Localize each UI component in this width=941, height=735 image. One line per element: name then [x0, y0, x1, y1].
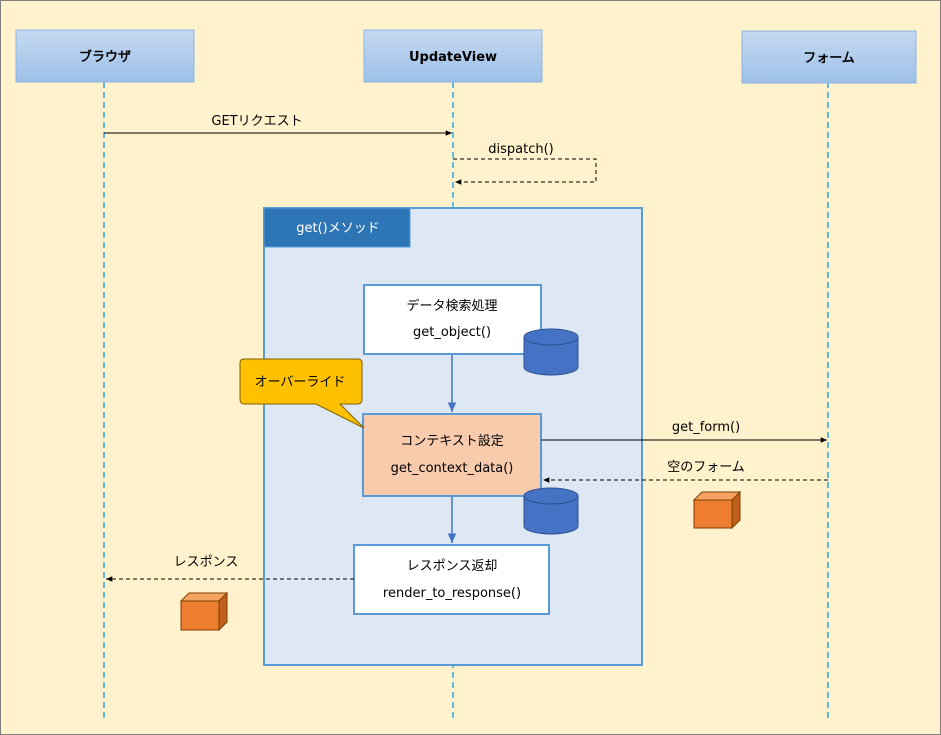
database-icon [523, 487, 579, 535]
actor-browser: ブラウザ [15, 29, 195, 83]
cube-icon [179, 591, 229, 632]
cube-icon [692, 490, 742, 530]
override-callout: オーバーライド [239, 358, 365, 429]
dispatch-label: dispatch() [488, 142, 553, 157]
actor-browser-label: ブラウザ [79, 49, 131, 65]
actor-form-label: フォーム [803, 51, 855, 66]
get-form-label: get_form() [672, 420, 740, 435]
step-context-setup: コンテキスト設定 get_context_data() [362, 413, 542, 497]
step-context-setup-title: コンテキスト設定 [400, 433, 504, 449]
get-method-frame-title: get()メソッド [296, 221, 380, 236]
empty-form-label: 空のフォーム [667, 460, 745, 475]
step-response-return-title: レスポンス返却 [407, 559, 498, 574]
step-context-setup-method: get_context_data() [391, 461, 514, 476]
dispatch-arrow [453, 158, 597, 185]
override-callout-text: オーバーライド [255, 375, 346, 390]
actor-form: フォーム [741, 30, 917, 84]
get-request-label: GETリクエスト [211, 114, 302, 129]
actor-updateview-label: UpdateView [409, 50, 497, 65]
database-icon [523, 328, 579, 376]
get-method-frame-tab [263, 207, 411, 248]
response-label: レスポンス [174, 555, 239, 570]
step-data-search-method: get_object() [413, 325, 491, 340]
step-response-return-method: render_to_response() [383, 586, 521, 601]
step-response-return: レスポンス返却 render_to_response() [353, 544, 550, 615]
step-data-search: データ検索処理 get_object() [363, 284, 542, 355]
actor-updateview: UpdateView [363, 29, 543, 83]
step-data-search-title: データ検索処理 [406, 298, 497, 314]
